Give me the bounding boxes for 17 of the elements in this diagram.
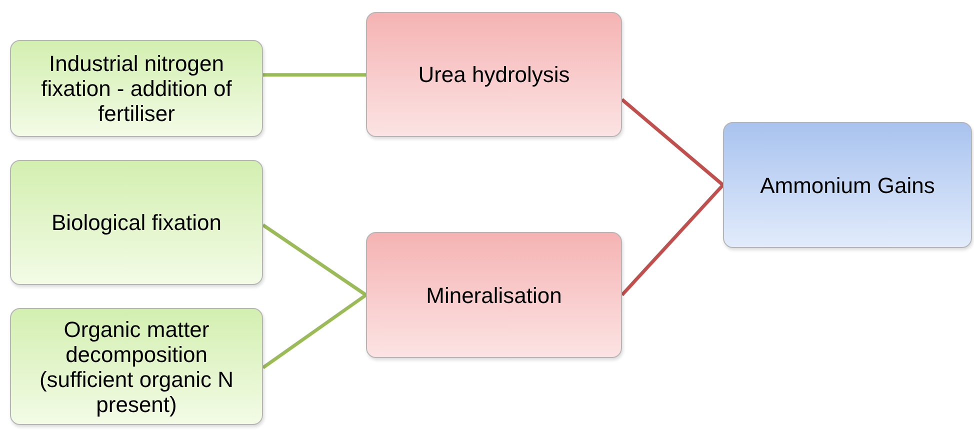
- node-label: Ammonium Gains: [760, 172, 935, 198]
- connector-line: [620, 98, 724, 186]
- connector-line: [262, 294, 367, 370]
- connector-line: [620, 184, 724, 296]
- process-box: [10, 160, 263, 285]
- process-box: [366, 12, 622, 137]
- connector-line: [263, 73, 366, 77]
- process-box: [366, 232, 622, 358]
- result-box: [723, 122, 972, 248]
- node-label: Urea hydrolysis: [418, 62, 570, 87]
- process-box: [10, 40, 263, 137]
- node-label: Mineralisation: [426, 282, 562, 308]
- process-box: [10, 308, 263, 425]
- connector-line: [262, 224, 367, 296]
- node-label: Organic matter decomposition (sufficient organic N present): [38, 316, 234, 416]
- node-label: Biological fixation: [52, 210, 222, 235]
- node-label: Industrial nitrogen fixation - addition of fertiliser: [40, 51, 233, 126]
